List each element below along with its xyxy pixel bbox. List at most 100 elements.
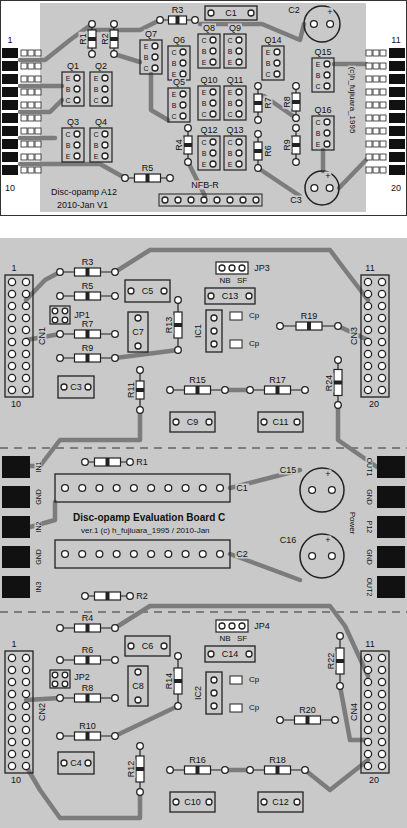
edge-pad-land xyxy=(380,50,386,56)
jumper-outline xyxy=(50,670,70,688)
resistor-symbol xyxy=(136,756,144,782)
solder-pad xyxy=(326,185,333,192)
part-label: Q2 xyxy=(94,62,108,71)
resistor-symbol xyxy=(254,94,262,112)
solder-pad xyxy=(22,762,29,769)
solder-pad xyxy=(22,350,29,357)
solder-pad xyxy=(364,290,371,297)
part-label: R20 xyxy=(298,706,317,715)
part-label: OUT2 xyxy=(366,577,373,598)
edge-pad-land xyxy=(366,141,372,147)
edge-pad-land xyxy=(380,154,386,160)
solder-pad xyxy=(22,738,29,745)
solder-pad xyxy=(364,350,371,357)
part-label: 10 xyxy=(4,184,16,193)
resistor-symbol xyxy=(75,268,101,276)
part-label: R3 xyxy=(81,258,95,267)
resistor-symbol xyxy=(174,668,182,694)
resistor-symbol xyxy=(295,716,321,724)
solder-pad xyxy=(364,678,371,685)
solder-pad xyxy=(364,386,371,393)
edge-pad-land xyxy=(373,102,379,108)
part-label: B xyxy=(201,48,208,55)
solder-pad xyxy=(8,290,15,297)
edge-pad-land xyxy=(366,128,372,134)
solder-pad xyxy=(175,703,182,710)
resistor-symbol xyxy=(95,458,121,466)
part-label: R11 xyxy=(127,381,136,399)
pin-header xyxy=(361,651,389,773)
resistor-band xyxy=(146,174,150,182)
solder-pad xyxy=(378,714,385,721)
edge-pad-land xyxy=(35,141,41,147)
edge-pad-land xyxy=(380,167,386,173)
part-label: B xyxy=(93,142,100,149)
part-label: B xyxy=(171,102,178,109)
capacitor-outline xyxy=(125,280,170,302)
copper-trace xyxy=(321,150,326,171)
part-label: E xyxy=(171,71,178,78)
solder-pad xyxy=(324,61,330,67)
resistor-symbol xyxy=(95,592,121,600)
solder-pad xyxy=(274,60,280,66)
solder-pad xyxy=(229,265,235,271)
part-label: R10 xyxy=(78,722,97,731)
solder-pad xyxy=(22,702,29,709)
edge-pad xyxy=(2,61,18,71)
solder-pad xyxy=(135,343,141,349)
edge-pad-land xyxy=(21,167,27,173)
part-label: C7 xyxy=(131,328,145,337)
solder-pad xyxy=(112,293,119,300)
solder-pad xyxy=(378,326,385,333)
part-label: C3 xyxy=(69,383,83,392)
part-label: IC2 xyxy=(194,685,203,701)
edge-pad xyxy=(2,139,18,149)
part-label: Cp xyxy=(248,312,260,320)
edge-pad-land xyxy=(28,141,34,147)
solder-pad xyxy=(22,750,29,757)
part-label: E xyxy=(201,59,208,66)
resistor-symbol xyxy=(75,292,101,300)
edge-pad-land xyxy=(373,50,379,56)
copper-trace xyxy=(115,350,178,358)
part-label: Q16 xyxy=(313,106,332,115)
solder-pad xyxy=(327,21,334,28)
solder-pad xyxy=(62,485,69,492)
solder-pad xyxy=(335,402,342,409)
part-label: Q15 xyxy=(313,48,332,57)
part-label: Q13 xyxy=(225,126,244,135)
solder-pad xyxy=(246,651,252,657)
part-label: B xyxy=(227,48,234,55)
solder-pad xyxy=(22,654,29,661)
solder-pad xyxy=(57,355,64,362)
resistor-symbol xyxy=(184,136,192,154)
solder-pad xyxy=(293,83,300,90)
solder-pad xyxy=(175,297,182,304)
terminal-tab xyxy=(2,456,30,478)
solder-pad xyxy=(219,265,225,271)
edge-pad-land xyxy=(380,76,386,82)
part-label: IN2 xyxy=(35,521,42,534)
copper-traces xyxy=(20,20,377,818)
part-label: R5 xyxy=(81,282,95,291)
solder-pad xyxy=(8,666,15,673)
solder-pad xyxy=(236,48,242,54)
solder-pad xyxy=(22,666,29,673)
solder-pad xyxy=(8,386,15,393)
part-label: Q1 xyxy=(66,62,80,71)
edge-pad-land xyxy=(380,89,386,95)
solder-pad xyxy=(175,653,182,660)
solder-pad xyxy=(137,743,144,750)
solder-pad xyxy=(211,677,217,683)
solder-pad xyxy=(52,672,58,678)
part-label: Cp xyxy=(248,704,260,712)
transistor-outline xyxy=(90,72,112,106)
resistor-symbol xyxy=(292,93,300,111)
edge-pad-land xyxy=(373,154,379,160)
solder-pad xyxy=(57,733,64,740)
solder-pad xyxy=(274,71,280,77)
board-title: ver.1 (c) h_fujiuara_1995 / 2010-Jan xyxy=(80,527,211,535)
capacitor-outline xyxy=(170,412,215,432)
part-label: R6 xyxy=(264,144,273,158)
